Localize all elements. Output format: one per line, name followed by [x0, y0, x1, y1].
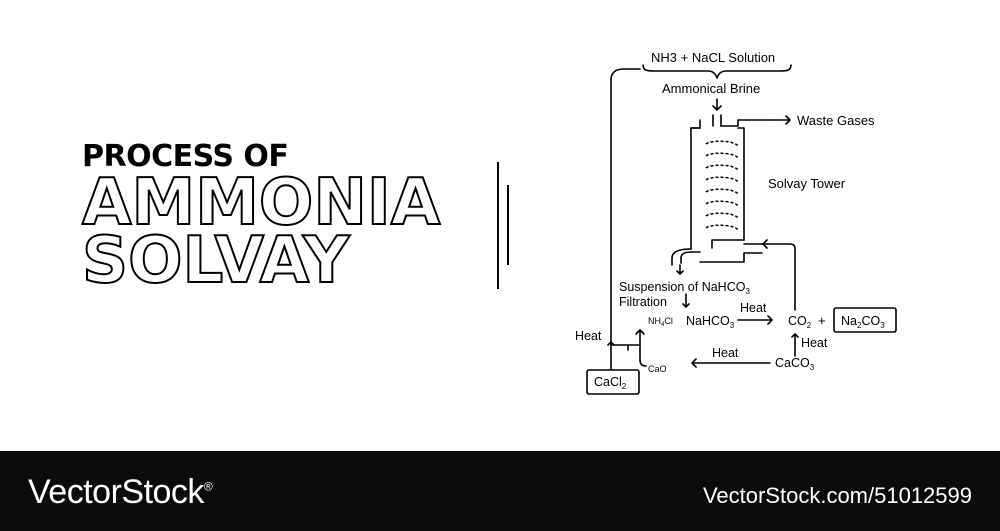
- tower-bottom-left: [671, 248, 692, 266]
- heat-label-2: Heat: [801, 336, 828, 350]
- footer-brand-logo[interactable]: VectorStock®: [28, 473, 213, 512]
- title-block: PROCESS OF AMMONIA SOLVAY: [81, 139, 441, 298]
- divider-line-secondary: [507, 185, 509, 265]
- brand-name: VectorStock: [28, 473, 204, 511]
- heat-label-left: Heat: [575, 329, 602, 343]
- footer-url[interactable]: VectorStock.com/51012599: [702, 483, 972, 508]
- brine-label: Ammonical Brine: [662, 81, 760, 96]
- heat-arrow-up: [791, 333, 799, 357]
- tower-top: [720, 119, 771, 127]
- recycle-line: [610, 68, 641, 363]
- heat-label-3: Heat: [712, 346, 739, 360]
- plus-sign: +: [818, 313, 826, 328]
- left-heat-arrow: [607, 341, 615, 346]
- suspension-label: Suspension of NaHCO3: [619, 280, 750, 296]
- co2-return-arrowhead: [762, 239, 768, 249]
- co2-return-line: [761, 243, 796, 311]
- footer-bar: VectorStock® VectorStock.com/51012599: [0, 451, 1000, 531]
- nahco3-label: NaHCO3: [686, 314, 735, 330]
- tower-inlet-pipe: [712, 114, 722, 127]
- cao-arrow: [691, 358, 771, 368]
- cacl2-box: [586, 369, 640, 395]
- filtration-label: Filtration: [619, 295, 667, 309]
- tower-bottom-right: [699, 243, 763, 263]
- waste-arrow: [769, 115, 791, 125]
- registered-mark: ®: [203, 479, 213, 494]
- divider-line: [497, 162, 499, 289]
- tower-label: Solvay Tower: [768, 176, 846, 191]
- feed-label: NH3 + NaCL Solution: [651, 50, 775, 65]
- tower-body: [690, 119, 745, 250]
- feed-brace: [642, 64, 792, 79]
- title-line-2: AMMONIA: [81, 166, 441, 240]
- heat-arrow-right: [737, 315, 773, 325]
- heat-label-1: Heat: [740, 301, 767, 315]
- suspension-arrow: [676, 264, 684, 275]
- na2co3-label: Na2CO3: [841, 314, 885, 330]
- na2co3-box: [833, 307, 897, 333]
- cacl2-label: CaCl2: [594, 375, 627, 391]
- solvay-process-diagram: NH3 + NaCL Solution Ammonical Brine Wast…: [575, 50, 897, 395]
- junction-lines: [610, 329, 647, 367]
- waste-label: Waste Gases: [797, 113, 875, 128]
- title-line-1: PROCESS OF: [82, 139, 289, 174]
- tower-internal-flow: [705, 140, 739, 231]
- cao-label: CaO: [648, 364, 667, 374]
- title-line-3: SOLVAY: [81, 224, 350, 298]
- co2-label: CO2: [788, 314, 812, 330]
- nh4cl-label: NH4Cl: [648, 316, 673, 328]
- filtration-arrow: [682, 293, 690, 308]
- caco3-label: CaCO3: [775, 356, 815, 372]
- brine-arrow: [712, 98, 722, 111]
